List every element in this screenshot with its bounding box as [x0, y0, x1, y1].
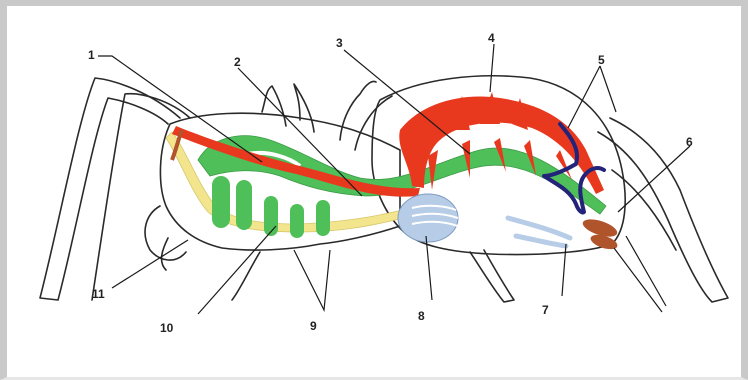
leg-rear-right — [598, 118, 728, 302]
book-lung — [398, 194, 458, 242]
label-2: 2 — [234, 55, 241, 69]
leg-under-left — [145, 206, 186, 260]
label-11: 11 — [92, 287, 105, 301]
label-3: 3 — [336, 36, 343, 50]
label-4: 4 — [488, 31, 495, 45]
trachea — [508, 218, 570, 246]
label-9: 9 — [310, 319, 317, 333]
leg-under-right — [470, 250, 514, 302]
label-8: 8 — [418, 309, 425, 323]
leg-mid-2 — [294, 84, 314, 132]
leg-front-left — [40, 78, 180, 300]
label-7: 7 — [542, 303, 549, 317]
label-6: 6 — [686, 135, 693, 149]
leg-rear-right-inner — [612, 170, 676, 250]
label-5: 5 — [598, 53, 605, 67]
label-1: 1 — [88, 48, 95, 62]
spinnerets — [581, 216, 620, 252]
label-10: 10 — [160, 321, 174, 335]
